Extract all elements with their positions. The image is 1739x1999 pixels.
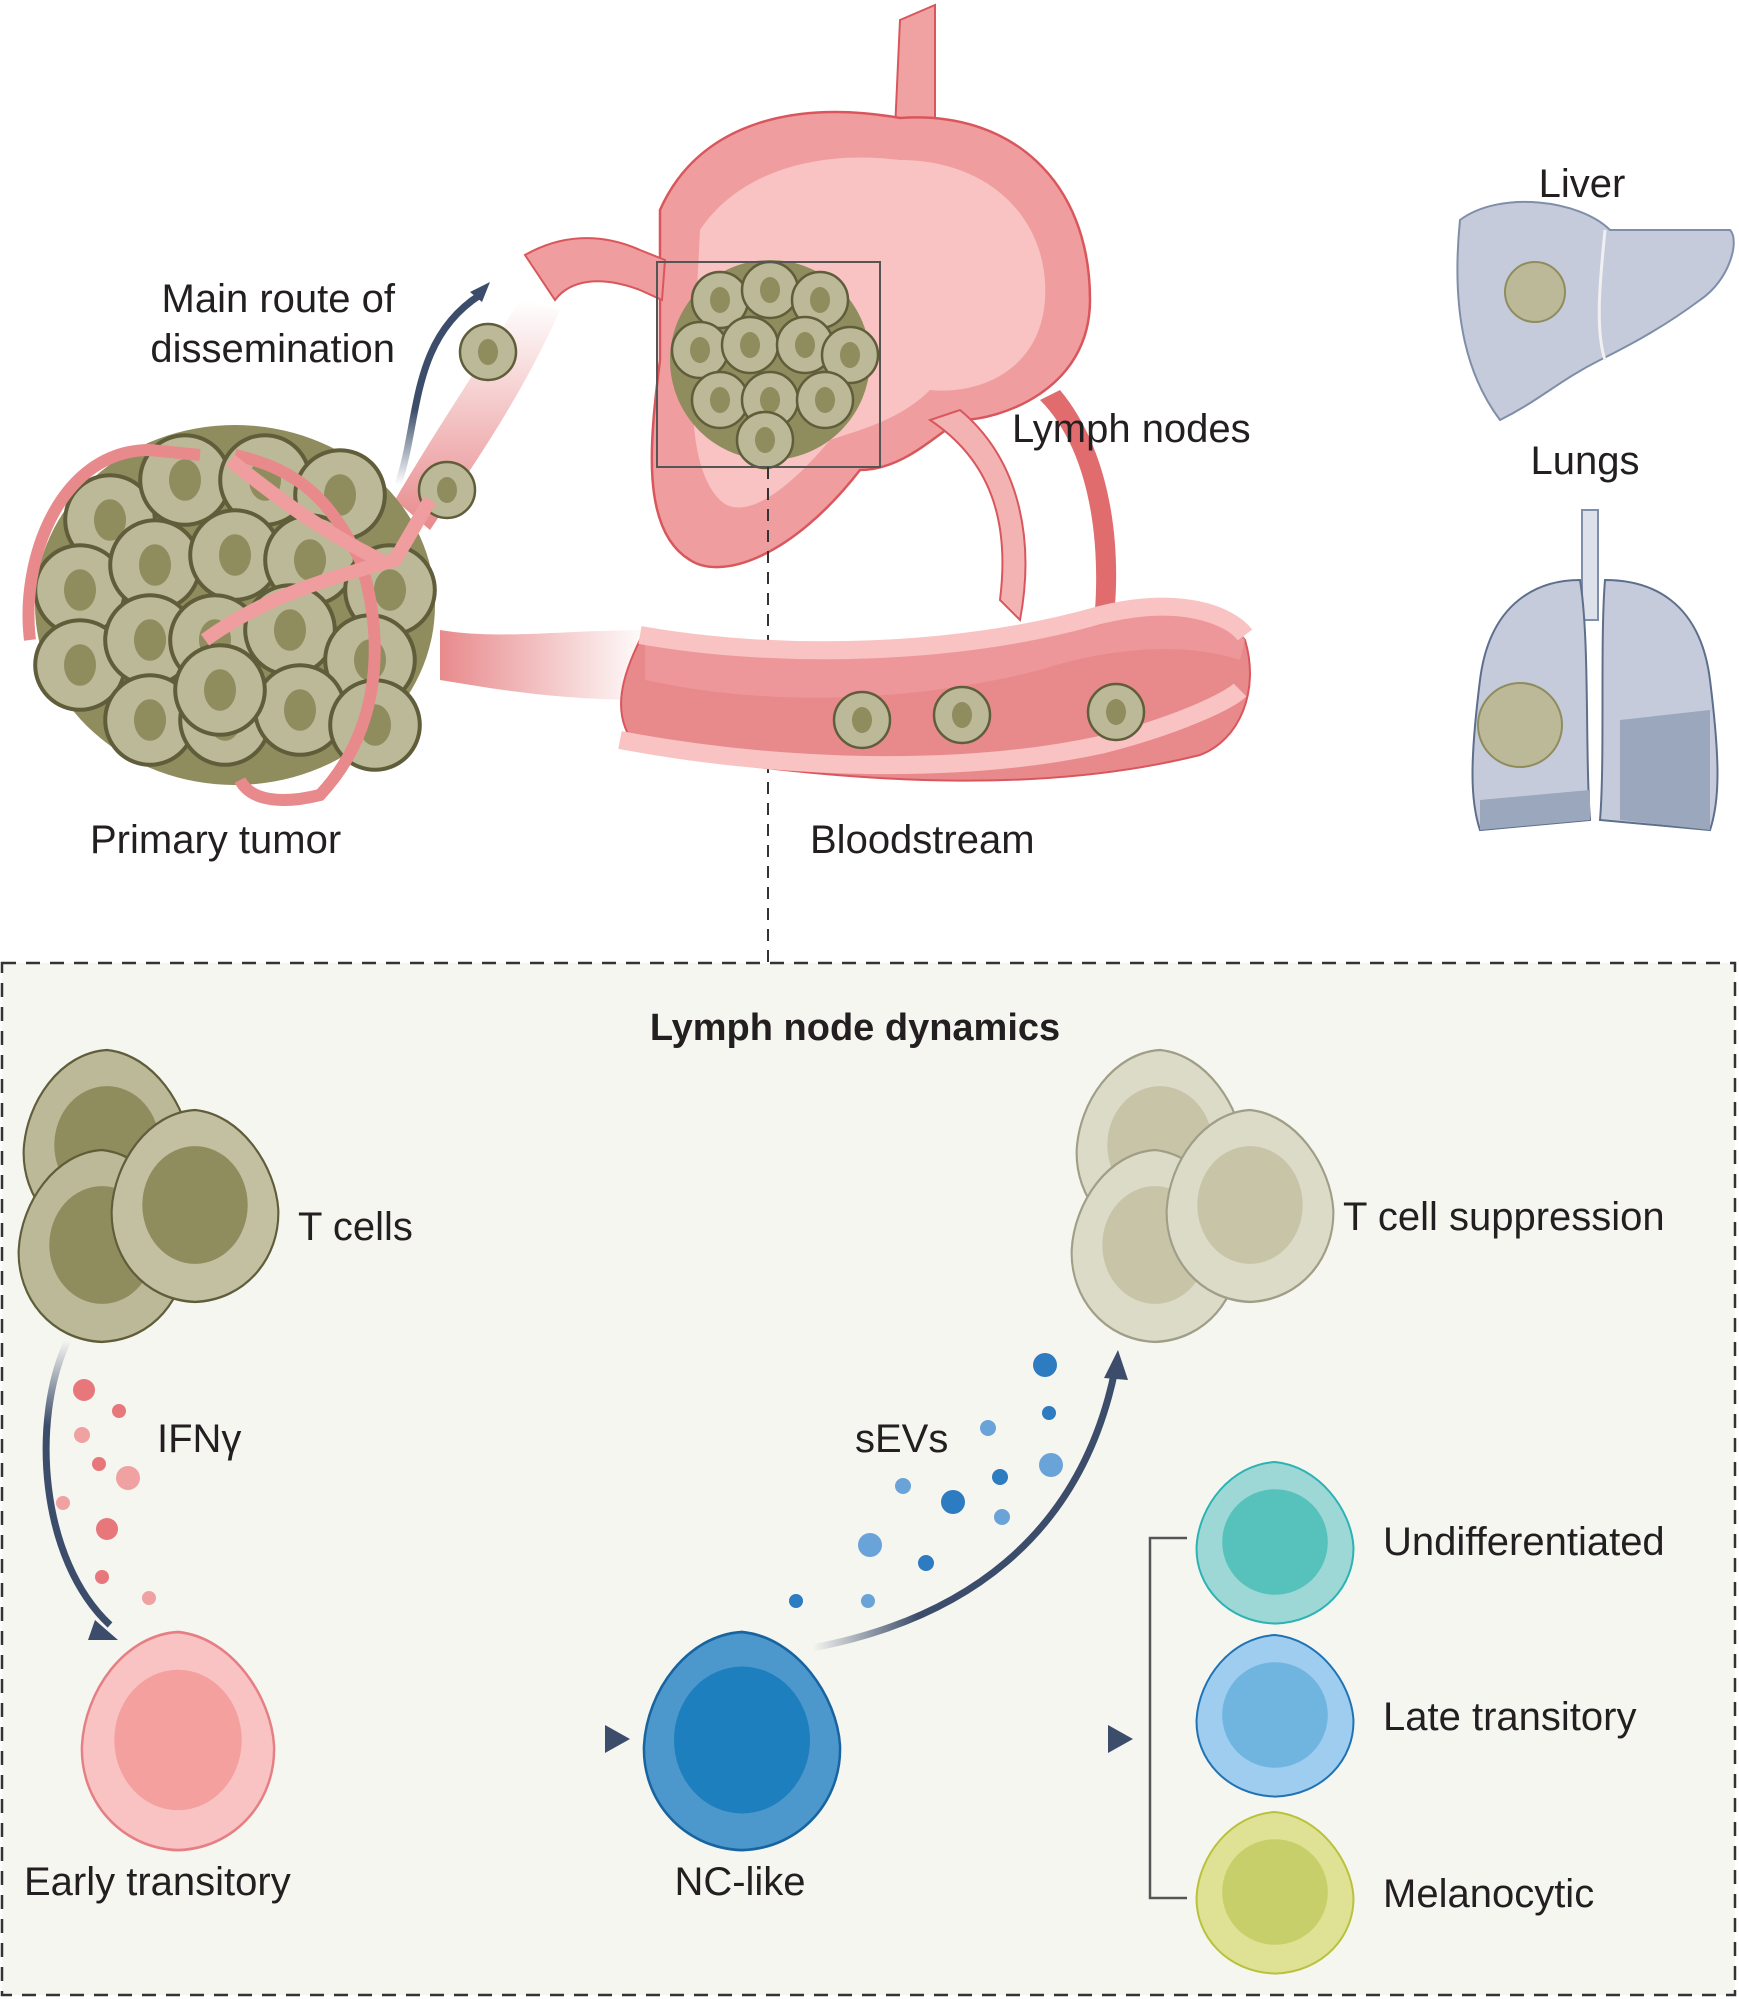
sev-particles — [789, 1353, 1063, 1608]
lymph-node-metastasis — [670, 260, 880, 470]
late-transitory-cell — [1195, 1633, 1355, 1798]
liver-label: Liver — [1539, 162, 1626, 206]
lymph-nodes-label: Lymph nodes — [1012, 407, 1251, 451]
melanocytic-label: Melanocytic — [1383, 1872, 1594, 1916]
lungs-illustration — [1471, 509, 1719, 832]
main-route-label-1: Main route of — [162, 277, 396, 321]
ifng-label: IFNγ — [157, 1417, 241, 1461]
bloodstream-label: Bloodstream — [810, 818, 1035, 862]
main-route-label-2: dissemination — [150, 327, 395, 371]
lymph-node-dynamics-panel: Lymph node dynamics T cells IFNγ Early t… — [0, 961, 1737, 1997]
early-transitory-cell — [80, 1630, 276, 1852]
t-cell-suppression-label: T cell suppression — [1343, 1195, 1665, 1239]
late-transitory-label: Late transitory — [1383, 1695, 1636, 1739]
undifferentiated-cell — [1195, 1460, 1355, 1625]
primary-tumor — [22, 425, 436, 806]
main-route-arrow — [394, 292, 482, 487]
nc-like-cell — [642, 1630, 842, 1852]
suppressed-t-cells — [1070, 1048, 1335, 1344]
tumor-to-blood-vessel — [440, 630, 650, 700]
early-transitory-label: Early transitory — [24, 1860, 291, 1904]
outcome-bracket — [1148, 1536, 1187, 1900]
ifng-arrow — [42, 1338, 113, 1628]
sevs-label: sEVs — [855, 1417, 948, 1461]
t-cells — [17, 1048, 280, 1344]
lungs-label: Lungs — [1531, 439, 1640, 483]
undifferentiated-label: Undifferentiated — [1383, 1520, 1665, 1564]
melanocytic-cell — [1195, 1810, 1355, 1975]
blood-vessel — [618, 597, 1253, 782]
t-cells-label: T cells — [298, 1205, 413, 1249]
ifng-molecules — [56, 1379, 156, 1605]
lymph-node-illustration — [523, 3, 1117, 623]
sevs-arrow — [811, 1369, 1119, 1652]
nc-like-label: NC-like — [674, 1860, 805, 1904]
panel-title: Lymph node dynamics — [650, 1007, 1060, 1049]
primary-tumor-label: Primary tumor — [90, 818, 341, 862]
liver-illustration — [1456, 200, 1735, 422]
